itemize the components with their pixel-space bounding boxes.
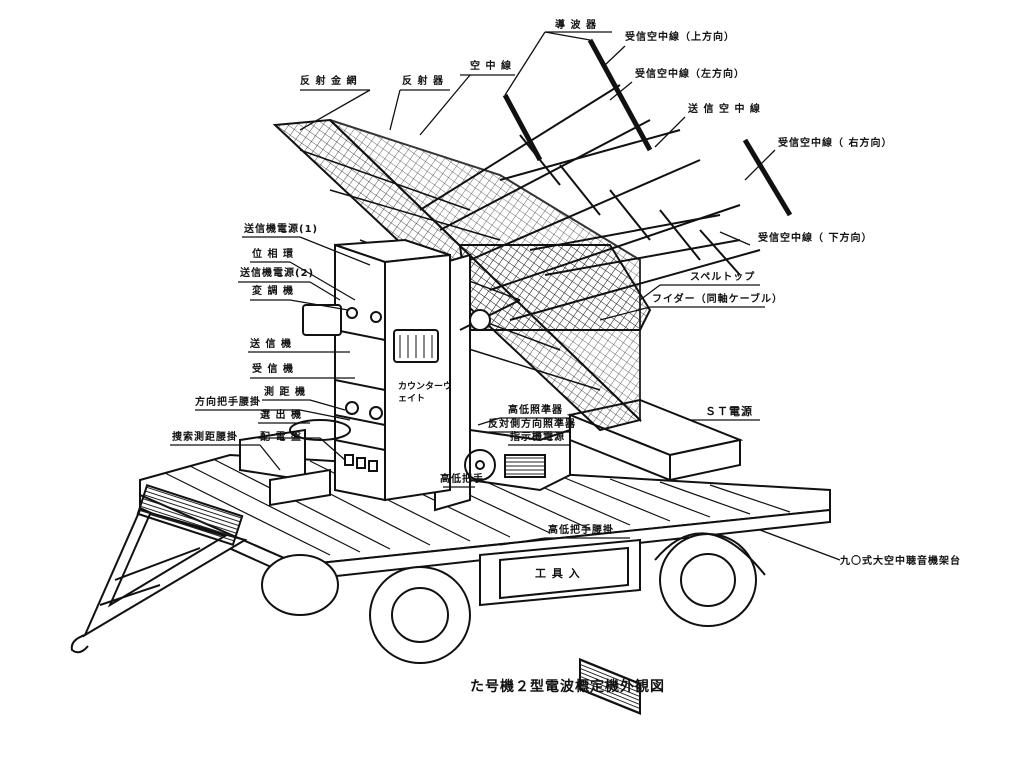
label-tx-power-1: 送信機電源(1) (244, 224, 319, 235)
label-opposite-sight: 反対側方向照準器 (488, 419, 576, 430)
director-elements (502, 38, 793, 217)
label-reflector: 反 射 器 (402, 76, 444, 87)
counterweights (302, 304, 439, 363)
label-counterweight: カウンターウェイト (398, 382, 453, 404)
wheels (261, 532, 766, 664)
label-elevation-sight: 高低照準器 (508, 405, 563, 416)
label-rx-down: 受信空中線（ 下方向） (758, 233, 873, 244)
label-tool-box: 工 具 入 (535, 567, 581, 580)
antenna-rods (419, 84, 761, 321)
label-tx-antenna: 送 信 空 中 線 (688, 104, 761, 115)
label-rangefinder: 測 距 機 (264, 387, 306, 398)
label-feeder: フイダー（同軸ケーブル） (652, 294, 783, 305)
label-receiver: 受 信 機 (252, 364, 294, 375)
label-modulator: 変 調 機 (252, 286, 294, 297)
label-antenna: 空 中 線 (470, 61, 512, 72)
label-sperrtopf: スペルトップ (690, 272, 756, 283)
label-st-power: ＳＴ電源 (705, 405, 753, 418)
tool-box (479, 538, 641, 607)
label-search-range-seat: 捜索測距腰掛 (172, 432, 238, 443)
label-selector: 選 出 機 (260, 410, 302, 421)
label-director: 導 波 器 (555, 20, 597, 31)
leader-lines (170, 31, 841, 561)
label-rx-left: 受信空中線（左方向） (635, 69, 745, 80)
label-direction-handle-seat: 方向把手腰掛 (195, 397, 261, 408)
label-distribution-board: 配 電 盤 (260, 432, 302, 443)
seats (239, 419, 351, 507)
label-reflector-mesh: 反 射 金 網 (300, 76, 358, 87)
label-trailer: 九〇式大空中聴音機架台 (840, 556, 961, 567)
label-rx-up: 受信空中線（上方向） (625, 32, 735, 43)
label-elevation-handle-seat: 高低把手腰掛 (548, 525, 614, 536)
label-elevation-handle: 高低把手 (440, 474, 484, 485)
label-tx-power-2: 送信機電源(2) (240, 268, 315, 279)
label-rx-right: 受信空中線（ 右方向） (778, 138, 893, 149)
label-transmitter: 送 信 機 (250, 339, 292, 350)
label-phase-adjuster: 位 相 環 (252, 249, 294, 260)
tow-bar (70, 484, 248, 654)
figure-title: た号機２型電波標定機外観図 (470, 679, 665, 695)
label-indicator-power: 指示機電源 (510, 432, 565, 443)
transmitter-cabinet (334, 238, 451, 502)
